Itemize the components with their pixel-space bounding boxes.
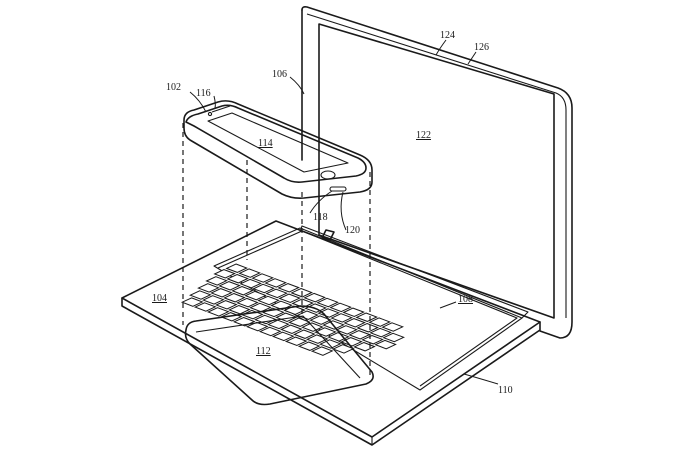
keyboard-key [245, 321, 269, 332]
keyboard-key [301, 322, 324, 332]
keyboard-key [381, 322, 404, 332]
keyboard-key [265, 288, 288, 299]
keyboard-key [288, 317, 311, 327]
keyboard-key [223, 292, 246, 303]
keyboard-key [197, 283, 220, 293]
keyboard-key [257, 295, 280, 306]
keyboard-key [244, 290, 267, 301]
keyboard-key [361, 334, 384, 345]
keyboard-key [205, 276, 228, 286]
phone-screen [207, 112, 349, 173]
label-118: 118 [313, 212, 328, 223]
phone [183, 100, 373, 199]
keyboard-key [193, 302, 217, 312]
keyboard-key [297, 341, 321, 351]
keyboard-key [356, 322, 379, 333]
keyboard-key [314, 327, 337, 337]
keyboard-key [225, 263, 248, 273]
keyboard-key [218, 281, 241, 291]
label-112: 112 [256, 346, 271, 357]
keyboard-key [180, 297, 204, 307]
label-116: 116 [196, 88, 211, 99]
keyboard-key [330, 313, 353, 323]
keyboard-key [251, 273, 274, 283]
keyboard-key [271, 331, 295, 342]
dock-connector [321, 229, 335, 241]
label-124: 124 [440, 30, 455, 41]
keyboard-key [329, 302, 352, 313]
label-102: 102 [166, 82, 181, 93]
keyboard-key [213, 269, 236, 279]
keyboard-key [369, 327, 392, 338]
keyboard-key [327, 332, 350, 342]
keyboard-key [355, 312, 378, 322]
keyboard-key [277, 283, 300, 293]
keyboard-key [374, 339, 397, 350]
phone-home-button [320, 170, 336, 180]
keyboard-key [319, 339, 342, 349]
keyboard-key [284, 336, 308, 347]
label-110: 110 [498, 385, 513, 396]
keyboard-key [231, 285, 254, 296]
keyboard-key [293, 329, 316, 339]
keyboard-key [275, 312, 298, 323]
keyboard-key [353, 341, 376, 352]
keyboard-key [267, 319, 290, 330]
keyboard-key [254, 314, 277, 325]
display-screen [318, 23, 555, 319]
keyboard-key [343, 318, 366, 328]
keyboard-key [236, 297, 259, 308]
label-104: 104 [152, 293, 167, 304]
keyboard-key [280, 324, 303, 335]
keyboard-key [335, 325, 358, 335]
keyboard-key [206, 307, 230, 317]
hinge [299, 225, 529, 319]
leader-lines [189, 39, 499, 385]
keyboard-key [226, 273, 249, 284]
laptop-base [121, 220, 541, 446]
label-106: 106 [272, 69, 287, 80]
reference-numerals: 102 116 106 124 126 122 114 118 120 104 … [152, 30, 513, 396]
phone-front-camera [207, 111, 213, 117]
keyboard-key [189, 290, 212, 300]
label-114: 114 [258, 138, 273, 149]
keyboard-key [202, 295, 225, 305]
keyboard-key [316, 297, 339, 308]
keyboard-key [310, 346, 334, 356]
keyboard-key [332, 344, 355, 354]
keyboard-key [252, 283, 275, 294]
phone-earpiece [211, 105, 231, 113]
label-120: 120 [345, 225, 360, 236]
keyboard-key [382, 332, 405, 343]
projection-lines [182, 123, 371, 375]
trackpad-recess [184, 305, 374, 406]
keyboard-key [340, 337, 363, 347]
phone-connector [329, 186, 347, 192]
keyboard-key [239, 278, 262, 289]
keyboard-key [264, 278, 287, 288]
keyboard-key [238, 268, 261, 278]
laptop-lid [301, 6, 573, 339]
keyboard-key [278, 293, 301, 304]
keyboard-key [215, 300, 238, 310]
keyboard-key [306, 334, 329, 344]
label-108: 108 [458, 294, 473, 305]
keyboard-key [342, 307, 365, 318]
label-126: 126 [474, 42, 489, 53]
keyboard-key [348, 330, 371, 340]
keyboard-key [258, 326, 282, 337]
label-122: 122 [416, 130, 431, 141]
keyboard-key [368, 317, 391, 327]
keyboard-key [210, 288, 233, 298]
keyboard-key [303, 292, 326, 303]
keyboard-key [291, 298, 314, 308]
